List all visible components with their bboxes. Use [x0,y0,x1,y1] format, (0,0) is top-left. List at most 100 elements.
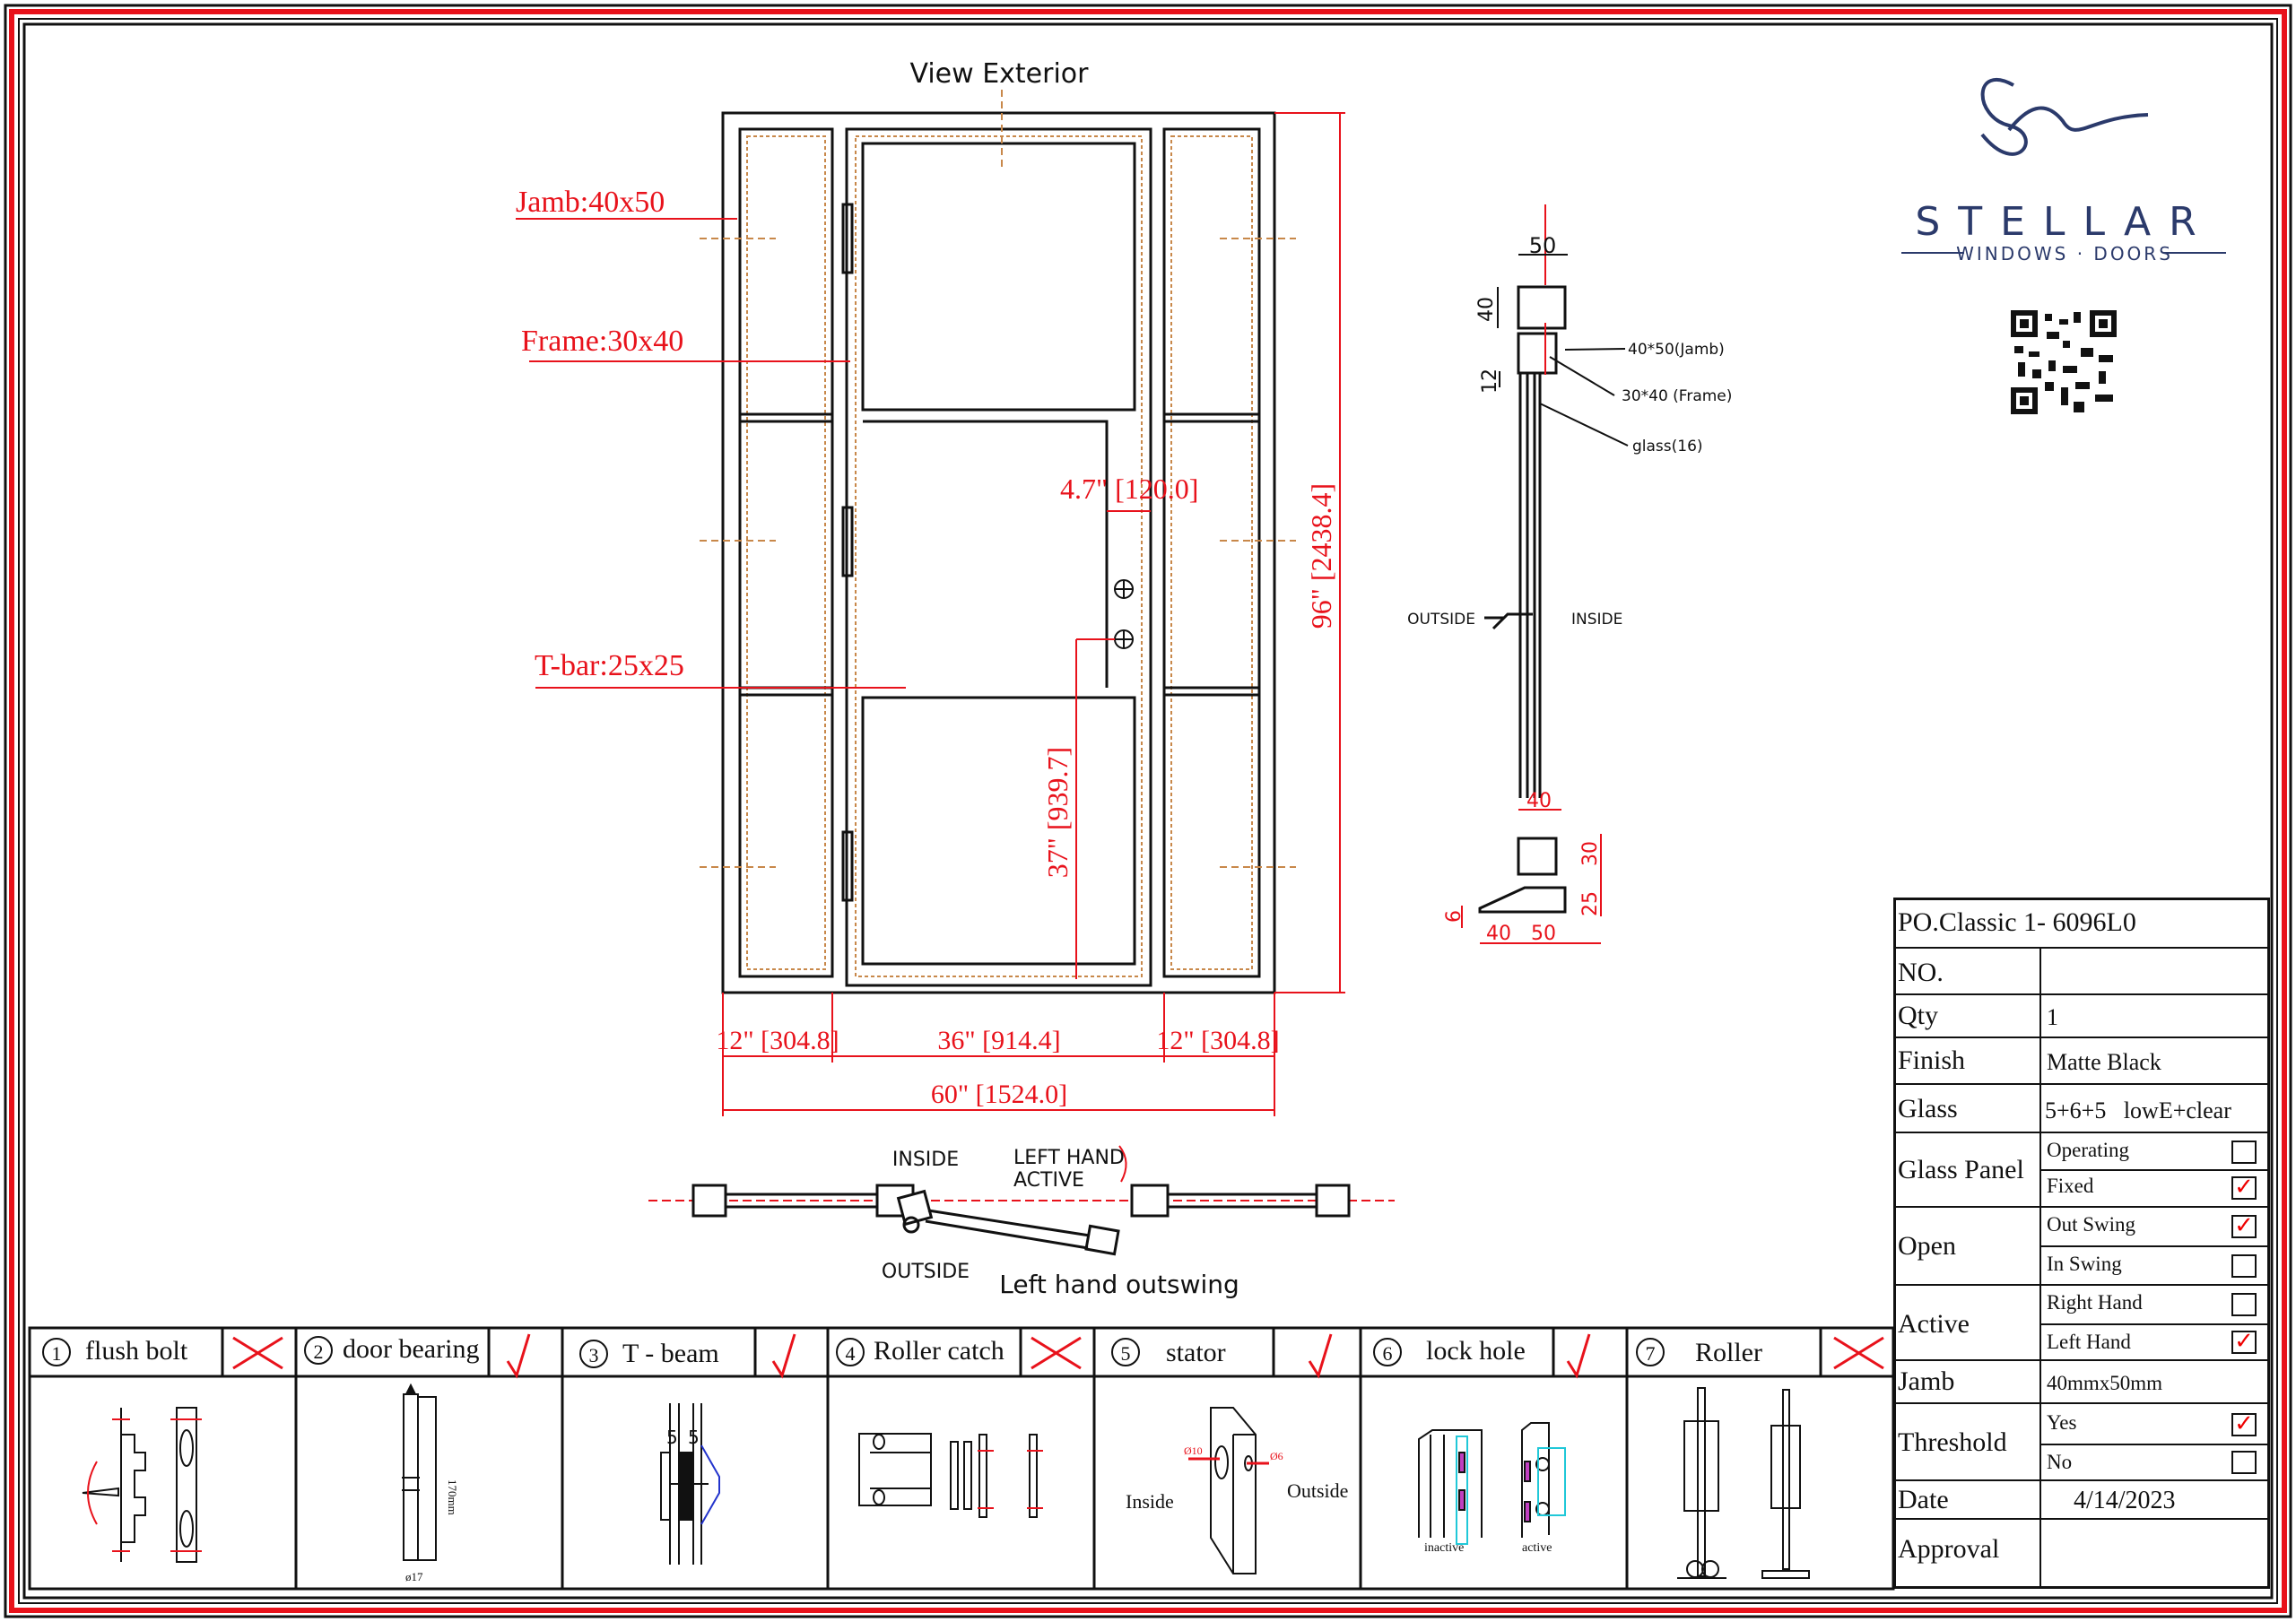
stator-d1: Ø10 [1184,1444,1203,1457]
spec-row-date: Date 4/14/2023 [1896,1481,2267,1520]
hardware-2-label: door bearing [343,1334,479,1364]
spec-row-finish: Finish Matte Black [1896,1038,2267,1085]
option-out-swing-label: Out Swing [2047,1213,2136,1236]
date-value: 4/14/2023 [2074,1487,2176,1514]
spec-column-divider [2039,949,2041,1586]
glass-label: Glass [1898,1094,1958,1123]
spec-row-no: NO. [1896,949,2267,995]
roller-catch-illustration [858,1433,1043,1518]
glass-panel-label: Glass Panel [1898,1155,2024,1184]
row-divider [2039,1245,2267,1247]
row-divider [2039,1169,2267,1171]
sill-nose-dim: 40 [1486,923,1511,945]
spec-row-glass: Glass 5+6+5 lowE+clear [1896,1085,2267,1133]
glass-callout: glass(16) [1632,438,1703,455]
hardware-6-header: 6 lock hole [1373,1333,1591,1379]
total-width-dim: 60" [1524.0] [931,1080,1067,1109]
handle-offset-dim: 4.7" [120.0] [1060,473,1198,505]
svg-text:2: 2 [314,1340,324,1363]
sill-base-dim: 50 [1531,923,1556,945]
svg-text:5: 5 [1121,1342,1131,1365]
section-glass-bite: 12 [1479,369,1501,394]
stator-inside: Inside [1126,1490,1174,1513]
fixed-checkbox-checked[interactable]: ✓ [2231,1175,2257,1200]
spec-row-threshold: Threshold Yes ✓ No [1896,1404,2267,1481]
hardware-4-header: 4 Roller catch [836,1336,1082,1370]
elevation-centerlines [700,90,1296,868]
jamb-value: 40mmx50mm [2047,1372,2163,1394]
qty-label: Qty [1898,1001,1938,1030]
hinge-top [841,203,854,274]
plan-outside-label: OUTSIDE [882,1261,970,1283]
option-in-swing-label: In Swing [2047,1253,2122,1275]
lock-inactive-label: inactive [1424,1541,1464,1555]
bearing-length-dim: 170mm [446,1479,459,1515]
hardware-7-header: 7 Roller [1636,1336,1884,1370]
sill-slope-dim: 6 [1443,910,1465,923]
included-check-icon [1308,1333,1333,1379]
spec-title: PO.Classic 1- 6096L0 [1898,907,2136,937]
hardware-3-header: 3 T - beam [579,1333,796,1379]
elevation-dimension-lines [516,112,1345,1116]
left-sidelite-dim: 12" [304.8] [716,1026,839,1055]
t-beam-glass-dim: 5 [666,1427,678,1448]
plan-caption: Left hand outswing [999,1270,1239,1299]
frame-callout: 30*40 (Frame) [1622,387,1732,405]
door-width-dim: 36" [914.4] [937,1026,1060,1055]
logo-brand: STELLAR [1915,199,2213,245]
hardware-5-header: 5 stator [1111,1333,1333,1379]
option-fixed-label: Fixed [2047,1175,2094,1197]
section-top-width: 50 [1529,233,1557,258]
threshold-yes-checkbox-checked[interactable]: ✓ [2231,1412,2257,1436]
included-check-icon [506,1333,531,1379]
section-red-lines [1461,204,1602,944]
stator-d2: Ø6 [1270,1450,1283,1462]
threshold-label: Threshold [1898,1427,2007,1457]
operating-checkbox[interactable] [2231,1141,2257,1164]
right-sidelite-dim: 12" [304.8] [1156,1026,1279,1055]
stator-illustration: Ø10 Ø6 Inside Outside [1126,1407,1348,1574]
out-swing-checkbox-checked[interactable]: ✓ [2231,1214,2257,1238]
left-hand-checkbox-checked[interactable]: ✓ [2231,1330,2257,1354]
right-hand-checkbox[interactable] [2231,1293,2257,1316]
plan-active-line2: ACTIVE [1013,1169,1084,1192]
row-divider [2039,1444,2267,1445]
section-jamb-depth: 40 [1475,297,1498,322]
section-inside-label: INSIDE [1571,611,1622,629]
section-outside-label: OUTSIDE [1407,611,1475,629]
spec-table: PO.Classic 1- 6096L0 NO. Qty 1 Finish Ma… [1893,898,2270,1589]
hardware-table-grid [28,1326,1895,1591]
jamb-label: Jamb:40x50 [516,186,665,219]
row-divider [2039,1323,2267,1325]
sill-top-dim: 40 [1526,790,1552,812]
open-label: Open [1898,1231,1956,1261]
svg-text:4: 4 [846,1342,856,1365]
threshold-no-checkbox[interactable] [2231,1451,2257,1474]
no-label: NO. [1898,958,1944,987]
handle-height-dim: 37" [939.7] [1041,747,1074,878]
option-left-hand-label: Left Hand [2047,1331,2131,1353]
stellar-logo: STELLAR WINDOWS · DOORS [1901,78,2226,265]
plan-view [648,1145,1395,1256]
door-elevation [721,111,1276,994]
hardware-3-label: T - beam [622,1339,719,1368]
svg-text:1: 1 [52,1342,62,1365]
option-no-label: No [2047,1451,2073,1473]
hardware-7-label: Roller [1695,1338,1762,1367]
hardware-6-label: lock hole [1426,1336,1526,1366]
in-swing-checkbox[interactable] [2231,1254,2257,1278]
view-title: View Exterior [909,58,1089,90]
tbar-label: T-bar:25x25 [535,649,684,682]
approval-label: Approval [1898,1534,2000,1564]
spec-title-row: PO.Classic 1- 6096L0 [1896,900,2267,949]
sill-frame-height-dim: 30 [1579,841,1602,866]
bearing-diameter-dim: ø17 [405,1570,423,1583]
jamb-callout: 40*50(Jamb) [1628,341,1725,359]
qr-code [2011,310,2117,414]
flush-bolt-illustration [82,1407,202,1563]
frame-label: Frame:30x40 [521,325,683,358]
t-beam-gap-dim: 5 [688,1427,700,1448]
hardware-4-label: Roller catch [874,1336,1004,1366]
finish-label: Finish [1898,1045,1966,1075]
